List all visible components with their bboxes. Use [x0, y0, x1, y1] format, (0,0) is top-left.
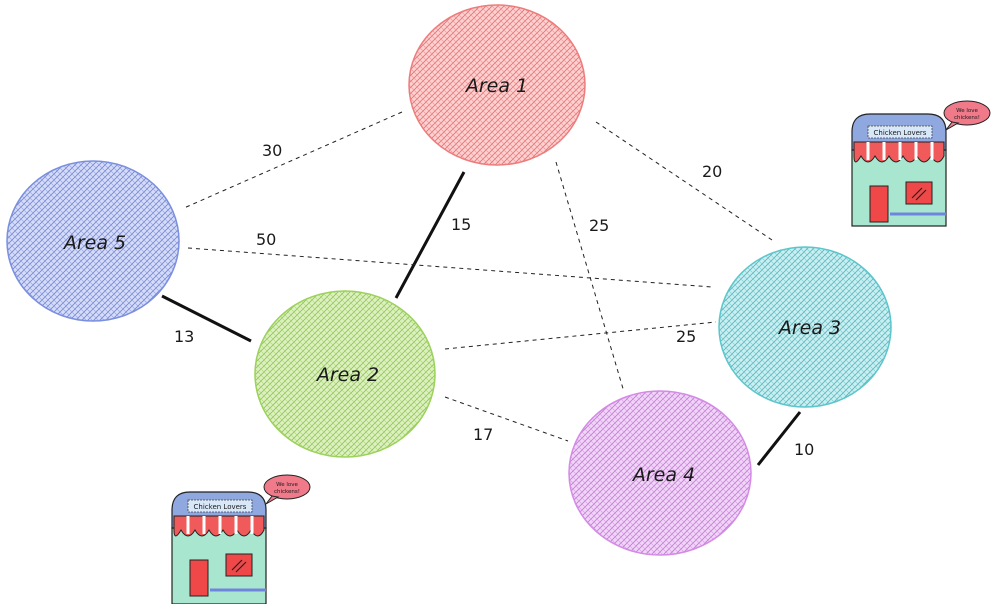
edge-area2-area3 [444, 321, 717, 350]
node-layer: Area 1 Area 5 Area 2 Area 3 Area 4 [6, 4, 892, 556]
edge-area5-area3 [187, 247, 713, 288]
node-area3[interactable]: Area 3 [718, 246, 892, 408]
node-label: Area 5 [62, 232, 126, 254]
edge-area1-area3 [595, 121, 773, 241]
edge-weight-label: 17 [473, 425, 493, 444]
edge-area1-area4 [555, 161, 625, 393]
node-label: Area 4 [631, 464, 695, 486]
edge-weight-label: 50 [256, 230, 276, 249]
speech-bubble-text: chickens! [954, 115, 980, 121]
edge-weight-label: 10 [794, 440, 814, 459]
node-area4[interactable]: Area 4 [568, 390, 752, 556]
shop-sign [867, 125, 933, 139]
speech-bubble: We love chickens! [943, 100, 991, 131]
edge-area1-area5 [183, 111, 403, 209]
edge-area3-area4 [756, 411, 802, 466]
speech-bubble-text: We love [276, 482, 298, 488]
node-area5[interactable]: Area 5 [6, 160, 180, 322]
node-label: Area 1 [464, 75, 528, 97]
node-label: Area 3 [777, 317, 841, 339]
node-area2[interactable]: Area 2 [254, 290, 436, 458]
shop-sign-text: Chicken Lovers [194, 503, 247, 511]
node-area1[interactable]: Area 1 [408, 4, 586, 166]
speech-bubble-text: chickens! [274, 489, 300, 495]
edge-weight-label: 15 [451, 215, 471, 234]
edge-area1-area2 [394, 171, 466, 299]
edge-weight-label: 20 [702, 162, 722, 181]
speech-bubble-text: We love [956, 108, 978, 114]
edge-weight-label: 13 [174, 327, 194, 346]
edge-area5-area2 [161, 294, 252, 343]
edge-weight-label: 30 [262, 141, 282, 160]
edge-weight-labels: 30 15 25 20 50 13 25 17 10 [174, 141, 814, 459]
edge-area2-area4 [444, 396, 569, 442]
speech-bubble: We love chickens! [263, 474, 311, 505]
edge-weight-label: 25 [589, 216, 609, 235]
shop-sign-text: Chicken Lovers [874, 129, 927, 137]
edge-layer [161, 111, 802, 466]
shop-illustration: Chicken Lovers We love chickens! [851, 100, 991, 227]
shop-illustration: Chicken Lovers We love chickens! [171, 474, 311, 604]
shop-sign [187, 499, 253, 513]
edge-weight-label: 25 [676, 327, 696, 346]
node-label: Area 2 [315, 364, 379, 386]
